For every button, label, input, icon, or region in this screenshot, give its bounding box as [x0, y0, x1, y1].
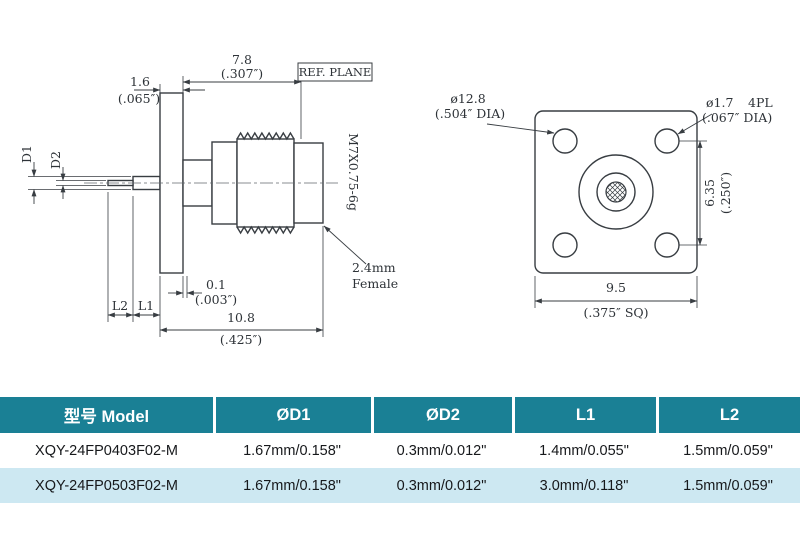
dim-9-5-mm: 9.5 — [606, 280, 626, 295]
thread-spec-label: M7X0.75-6g — [346, 133, 361, 211]
dim-6-35-inch: (.250″) — [718, 172, 733, 214]
dim-0-1-mm: 0.1 — [206, 277, 226, 292]
dimension-total-length: 10.8 (.425″) — [159, 226, 324, 347]
cell-l1: 1.4mm/0.055" — [539, 442, 629, 459]
l1-label: L1 — [138, 298, 154, 313]
spec-table-header: 型号 Model ØD1 ØD2 L1 L2 — [0, 397, 800, 433]
column-header-d2: ØD2 — [371, 397, 512, 433]
cell-model: XQY-24FP0403F02-M — [35, 442, 178, 459]
interface-type-label: 2.4mm — [352, 260, 396, 275]
cell-l2: 1.5mm/0.059" — [683, 442, 773, 459]
column-header-l2: L2 — [656, 397, 800, 433]
hole-quantity-label: 4PL — [748, 95, 773, 110]
cell-model: XQY-24FP0503F02-M — [35, 477, 178, 494]
thread-crest-bottom — [236, 225, 295, 235]
dimension-l1-l2: L2 L1 — [107, 192, 161, 337]
d1-label: D1 — [19, 145, 34, 163]
dimension-hole-diameter: ø1.7 4PL (.067″ DIA) — [677, 95, 773, 135]
dim-6-35-mm: 6.35 — [702, 179, 717, 207]
dim-0-1-inch: (.003″) — [195, 292, 237, 307]
dim-7-8-mm: 7.8 — [232, 52, 252, 67]
center-contact-circle — [605, 181, 627, 203]
mounting-hole-bottom-left — [552, 232, 578, 258]
cell-l2: 1.5mm/0.059" — [683, 477, 773, 494]
spec-table: 型号 Model ØD1 ØD2 L1 L2 XQY-24FP0403F02-M… — [0, 397, 800, 503]
cell-l1: 3.0mm/0.118" — [539, 477, 629, 494]
dimension-body-diameter: ø12.8 (.504″ DIA) — [435, 91, 555, 135]
mounting-hole-bottom-right — [654, 232, 680, 258]
technical-drawing: 1.6 (.065″) 7.8 (.307″) REF. PLANE — [19, 52, 773, 347]
table-row: XQY-24FP0403F02-M 1.67mm/0.158" 0.3mm/0.… — [0, 433, 800, 468]
front-view-drawing: ø12.8 (.504″ DIA) ø1.7 4PL (.067″ DIA) 6… — [435, 91, 773, 320]
dimension-hole-pitch: 6.35 (.250″) — [679, 140, 733, 246]
dimension-flange-thickness: 1.6 (.065″) — [118, 74, 205, 106]
dim-10-8-mm: 10.8 — [227, 310, 255, 325]
dim-7-8-inch: (.307″) — [221, 66, 263, 81]
side-view-drawing: 1.6 (.065″) 7.8 (.307″) REF. PLANE — [19, 52, 398, 347]
dimension-square-size: 9.5 (.375″ SQ) — [534, 276, 698, 320]
column-header-l1: L1 — [512, 397, 656, 433]
l2-label: L2 — [112, 298, 128, 313]
cell-d2: 0.3mm/0.012" — [396, 442, 487, 459]
ref-plane-callout: REF. PLANE — [297, 62, 373, 82]
dim-1-7-mm: ø1.7 — [706, 95, 733, 110]
dimension-d1: D1 — [19, 145, 131, 204]
dim-12-8-mm: ø12.8 — [450, 91, 485, 106]
column-header-d1: ØD1 — [213, 397, 371, 433]
mounting-hole-top-right — [654, 128, 680, 154]
thread-crest-top — [236, 131, 295, 141]
cell-d1: 1.67mm/0.158" — [243, 442, 341, 459]
dim-12-8-inch: (.504″ DIA) — [435, 106, 505, 121]
interface-gender-label: Female — [352, 276, 398, 291]
dim-1-6-inch: (.065″) — [118, 91, 160, 106]
dimension-gap: 0.1 (.003″) — [168, 276, 237, 307]
interface-callout: 2.4mm Female — [323, 225, 398, 291]
d2-label: D2 — [48, 151, 63, 169]
cell-d2: 0.3mm/0.012" — [396, 477, 487, 494]
cell-d1: 1.67mm/0.158" — [243, 477, 341, 494]
dim-1-6-mm: 1.6 — [130, 74, 150, 89]
mounting-hole-top-left — [552, 128, 578, 154]
column-header-model: 型号 Model — [0, 397, 213, 433]
ref-plane-label: REF. PLANE — [299, 65, 372, 79]
table-row: XQY-24FP0503F02-M 1.67mm/0.158" 0.3mm/0.… — [0, 468, 800, 503]
dim-9-5-inch: (.375″ SQ) — [583, 305, 648, 320]
dim-1-7-inch: (.067″ DIA) — [702, 110, 772, 125]
dim-10-8-inch: (.425″) — [220, 332, 262, 347]
dimension-ref-plane-distance: 7.8 (.307″) — [182, 52, 302, 139]
dimension-d2: D2 — [48, 151, 106, 199]
